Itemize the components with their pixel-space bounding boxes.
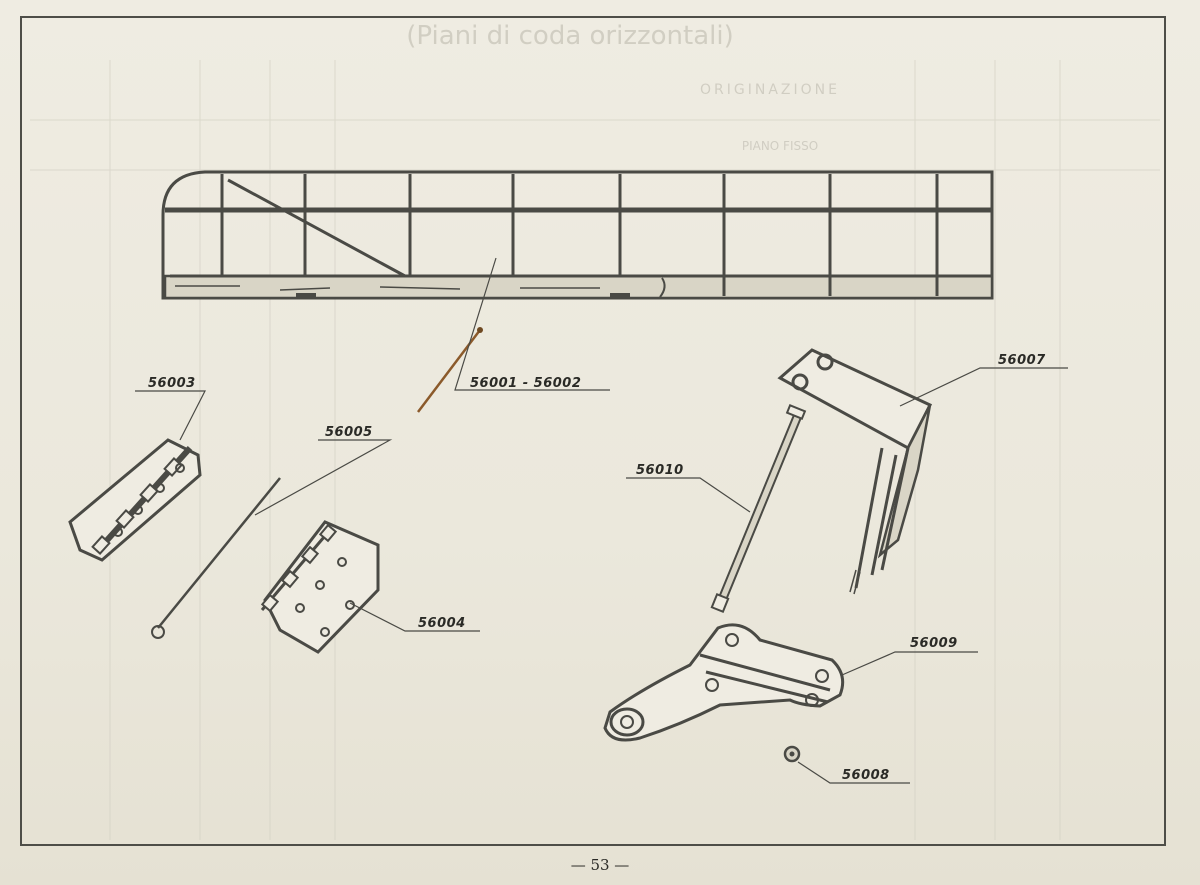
horn-56009: [603, 623, 845, 742]
callout-56008: 56008: [842, 768, 890, 783]
stabilizer-assembly: [161, 170, 994, 300]
hinge-56004: [260, 520, 380, 654]
callout-56001-56002: 56001 - 56002: [470, 376, 581, 391]
callout-56009: 56009: [910, 636, 958, 651]
callout-56007: 56007: [998, 353, 1046, 368]
bolt-56010: [710, 403, 807, 614]
pin-56005: [151, 477, 281, 639]
bracket-56007: [777, 348, 933, 595]
background-subheading: ORIGINAZIONE: [700, 82, 840, 98]
pin-56001: [417, 329, 481, 413]
nut-56008: [783, 745, 801, 763]
page-number: — 53 —: [570, 856, 630, 874]
callout-56003: 56003: [148, 376, 196, 391]
page-frame: [20, 16, 1166, 846]
callout-56004: 56004: [418, 616, 466, 631]
callout-56010: 56010: [636, 463, 684, 478]
background-table-grid: [30, 60, 1160, 840]
background-heading: (Piani di coda orizzontali): [406, 21, 734, 51]
background-section: PIANO FISSO: [742, 139, 818, 153]
callout-56005: 56005: [325, 425, 373, 440]
hinge-56003: [68, 438, 202, 562]
